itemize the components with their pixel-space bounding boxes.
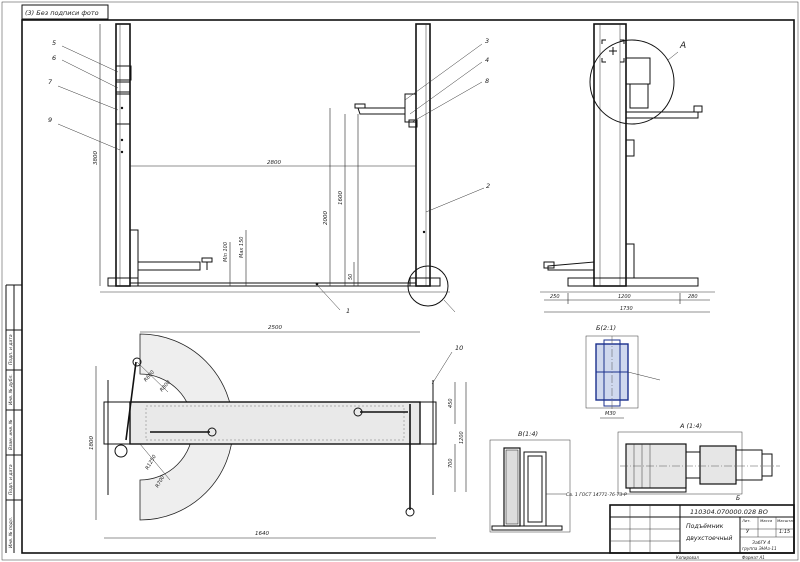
- plan-dim-450: 450: [448, 398, 454, 408]
- pos-3: 3: [485, 37, 489, 45]
- side-column: [593, 23, 627, 287]
- side-dim-mid: 1200: [618, 294, 631, 300]
- position-leaders: 5 6 7 9 3 4 8 2 1 10: [48, 37, 490, 385]
- pos-6: 6: [52, 54, 56, 62]
- tb-mass-label: Масса: [760, 518, 773, 523]
- pos-5: 5: [52, 39, 56, 47]
- right-column: [415, 23, 431, 287]
- detail-b-dim: M30: [605, 411, 616, 417]
- dim-lift-height2: 1600: [338, 191, 344, 205]
- title-block: 110304.070000.028 ВО Подъёмник двухстоеч…: [609, 504, 796, 560]
- tb-name-2: двухстоечный: [685, 535, 732, 542]
- plan-frame: [129, 401, 421, 445]
- dim-lift-height: 2000: [323, 211, 329, 225]
- top-stamp-box: [21, 4, 109, 20]
- plan-dim-700: 700: [448, 458, 454, 468]
- tb-format: Формат А1: [742, 555, 765, 560]
- dim-span: 2800: [267, 160, 281, 166]
- detail-b-label: Б(2:1): [596, 324, 616, 332]
- pos-4: 4: [485, 56, 489, 64]
- motor-view-label: А (1:4): [679, 422, 702, 430]
- tb-scale-label: Масштаб: [777, 518, 796, 523]
- front-view: 2800 3800 2000 1600 Min 100 Max 150 50: [93, 23, 456, 313]
- plan-dim-1200: 1200: [459, 431, 465, 444]
- motor-view: А (1:4) Б: [617, 422, 780, 502]
- plan-r3: R1250: [145, 454, 158, 471]
- left-column: [115, 23, 131, 287]
- plan-dim-width: 1800: [89, 436, 95, 450]
- left-strip: Инв. № подл. Подп. и дата Взам. инв. № И…: [5, 284, 22, 553]
- tb-org-1: ЗабГУ 4: [752, 540, 770, 546]
- tb-lit-label: Лит.: [741, 518, 751, 523]
- plan-dim-length: 2500: [268, 325, 282, 331]
- tb-copied: Копировал: [676, 555, 699, 560]
- detail-c-view: В(1:4) Св. 1 ГОСТ 14771-76-Т3-Р: [489, 430, 627, 533]
- side-dim-total: 1730: [620, 306, 633, 312]
- side-dim-left: 250: [550, 294, 560, 300]
- strip-vzam: Взам. инв. №: [8, 419, 14, 450]
- pos-9: 9: [48, 116, 52, 124]
- pos-2: 2: [486, 182, 490, 190]
- detail-c-label: В(1:4): [518, 430, 538, 438]
- plan-r4: R700: [155, 475, 167, 489]
- tb-org-2: группа ЭНАз-11: [742, 546, 777, 551]
- dim-arm-low: Min 100: [223, 242, 229, 262]
- detail-circle-a: [407, 265, 449, 307]
- sheet-frame-inner: [21, 19, 795, 554]
- dim-base-h: 50: [348, 274, 354, 280]
- strip-sign2: Подп. и дата: [8, 334, 14, 365]
- pos-1: 1: [346, 307, 350, 315]
- tb-scale-value: 1:15: [779, 529, 790, 535]
- tb-name-1: Подъёмник: [686, 522, 724, 530]
- pos-8: 8: [485, 77, 489, 85]
- tb-lit: У: [746, 529, 750, 535]
- strip-inv-dubl: Инв. № дубл.: [8, 374, 14, 405]
- dim-arm-high: Max 150: [239, 237, 245, 258]
- side-dim-right: 280: [688, 294, 698, 300]
- plan-dim-left: 1640: [255, 531, 269, 537]
- tb-doc-number: 110304.070000.028 ВО: [690, 508, 768, 516]
- pos-7: 7: [48, 78, 53, 86]
- detail-circle-view-a: [589, 39, 675, 125]
- dim-height-total: 3800: [93, 151, 99, 165]
- top-stamp-text: (3) Без подписи фото: [25, 9, 99, 17]
- weld-note: Св. 1 ГОСТ 14771-76-Т3-Р: [566, 492, 627, 498]
- plan-view: 2500 1800 1640 450 1200 700 R600 R800 R1…: [89, 325, 467, 539]
- strip-sign: Подп. и дата: [8, 464, 14, 495]
- strip-inv: Инв. № подл.: [8, 517, 14, 548]
- view-a-label: А: [679, 41, 686, 51]
- detail-b-view: Б(2:1) M30: [585, 324, 661, 419]
- side-view: А 250 1200 280 1730: [540, 23, 715, 313]
- pos-10: 10: [455, 344, 463, 352]
- motor-b-label: Б: [736, 495, 740, 502]
